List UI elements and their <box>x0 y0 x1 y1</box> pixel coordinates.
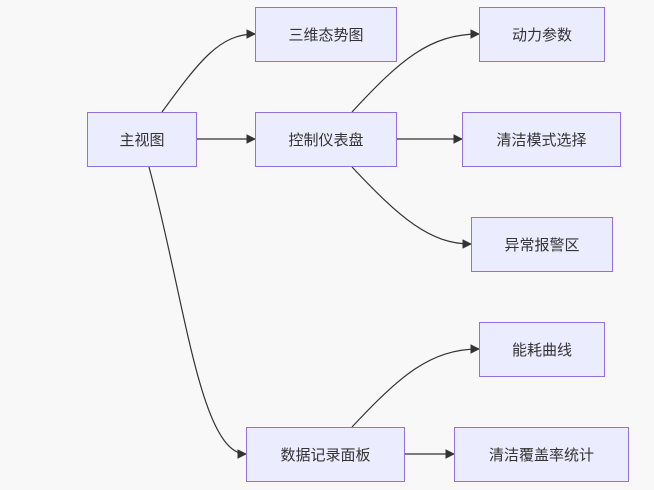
node-cleaning-mode-select[interactable]: 清洁模式选择 <box>462 112 621 167</box>
node-energy-curve[interactable]: 能耗曲线 <box>479 322 605 377</box>
node-coverage-stats[interactable]: 清洁覆盖率统计 <box>454 427 629 482</box>
edge-control-to-power <box>351 29 480 113</box>
node-alarm-area-label: 异常报警区 <box>504 236 580 254</box>
edge-data-to-energy <box>351 344 480 428</box>
node-alarm-area[interactable]: 异常报警区 <box>471 217 613 272</box>
node-main-view[interactable]: 主视图 <box>87 112 197 167</box>
node-3d-situation-map[interactable]: 三维态势图 <box>255 7 397 62</box>
node-control-dashboard-label: 控制仪表盘 <box>288 131 364 149</box>
node-data-log-panel[interactable]: 数据记录面板 <box>246 427 405 482</box>
node-coverage-stats-label: 清洁覆盖率统计 <box>488 446 594 464</box>
node-control-dashboard[interactable]: 控制仪表盘 <box>255 112 397 167</box>
node-power-parameters[interactable]: 动力参数 <box>479 7 605 62</box>
node-3d-situation-map-label: 三维态势图 <box>288 26 364 44</box>
edge-main-to-3d <box>161 29 256 113</box>
edge-main-to-data <box>148 166 247 459</box>
node-main-view-label: 主视图 <box>119 131 165 149</box>
node-data-log-panel-label: 数据记录面板 <box>280 446 371 464</box>
edge-control-to-alarm <box>351 166 472 249</box>
node-cleaning-mode-select-label: 清洁模式选择 <box>496 131 587 149</box>
node-energy-curve-label: 能耗曲线 <box>511 341 572 359</box>
node-power-parameters-label: 动力参数 <box>511 26 572 44</box>
